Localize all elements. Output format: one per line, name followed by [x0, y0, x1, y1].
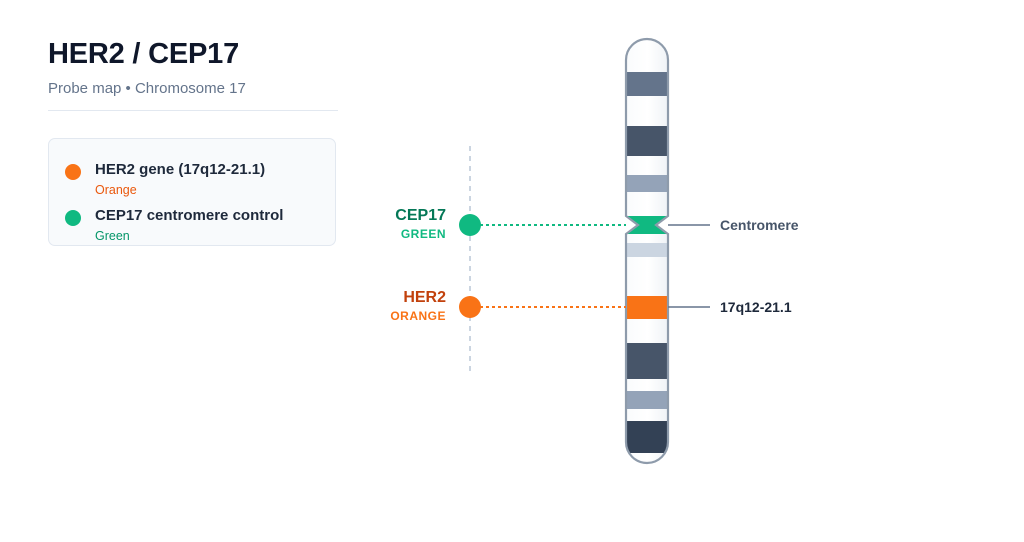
green-dot-icon: [65, 210, 81, 226]
cytoband: [626, 343, 668, 379]
legend-panel: HER2 gene (17q12-21.1) Orange CEP17 cent…: [48, 138, 336, 246]
legend-item-color: Orange: [95, 183, 137, 197]
locus-label: 17q12-21.1: [720, 299, 792, 315]
centromere-label: Centromere: [720, 217, 799, 233]
cytoband: [626, 126, 668, 156]
legend-item-label: CEP17 centromere control: [95, 207, 284, 224]
chromosome-outline: [624, 37, 670, 465]
her2-probe-dot: [459, 296, 481, 318]
centromere-band: [626, 216, 668, 234]
cytoband: [626, 243, 668, 257]
header-divider: [48, 110, 338, 111]
legend-item-color: Green: [95, 229, 130, 243]
page-title: HER2 / CEP17: [48, 38, 240, 70]
cytoband: [626, 175, 668, 192]
cytoband: [626, 72, 668, 96]
her2-locus-band: [626, 296, 668, 319]
page-subtitle: Probe map • Chromosome 17: [48, 80, 246, 97]
her2-probe-color: ORANGE: [390, 309, 446, 323]
cep17-probe-color: GREEN: [401, 227, 446, 241]
orange-dot-icon: [65, 164, 81, 180]
chromosome-17: [626, 39, 668, 463]
cep17-probe-dot: [459, 214, 481, 236]
her2-probe-name: HER2: [403, 289, 446, 306]
cytoband: [626, 391, 668, 409]
cytoband: [626, 421, 668, 453]
cep17-probe-name: CEP17: [395, 207, 446, 224]
legend-item-label: HER2 gene (17q12-21.1): [95, 161, 266, 178]
